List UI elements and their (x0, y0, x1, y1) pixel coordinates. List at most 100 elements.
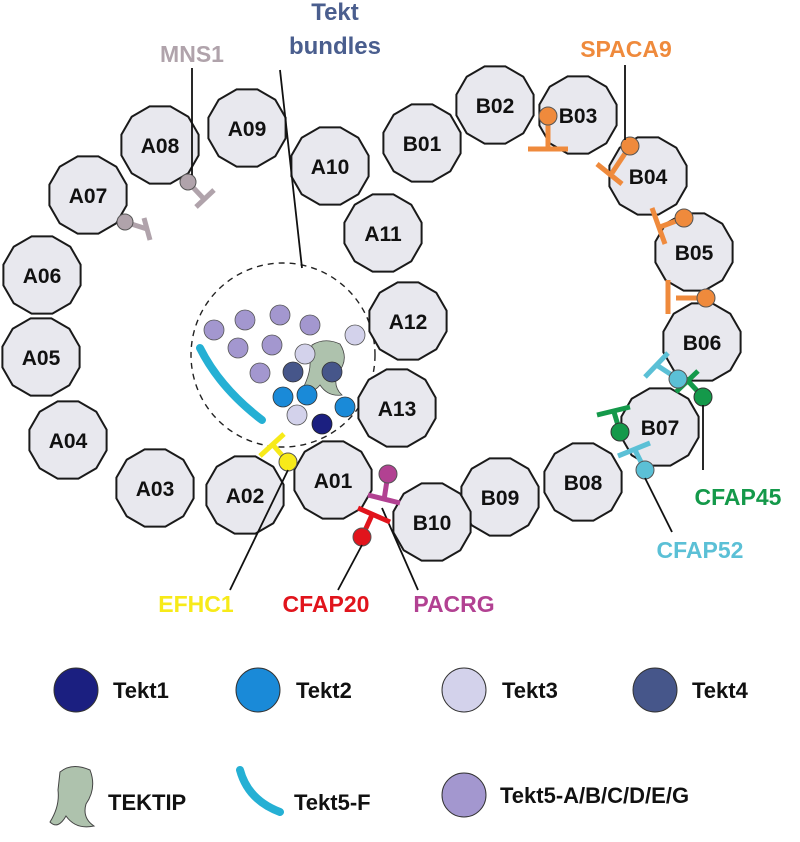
protofilament-label: B09 (481, 487, 520, 510)
mns1-knob (116, 213, 134, 231)
protofilament-b07: B07 (620, 387, 700, 467)
protofilament-shape (368, 281, 448, 361)
protofilament-b08: B08 (543, 442, 623, 522)
protofilament-shape (205, 455, 285, 535)
protofilament-label: B03 (559, 105, 598, 128)
legend-tekt5f-swatch (236, 766, 284, 816)
tekt5-abc-particles (203, 304, 321, 384)
legend-tekt1-label: Tekt1 (113, 678, 169, 703)
tekt5-particle (299, 314, 321, 336)
protofilament-shape (28, 400, 108, 480)
protofilament-a03: A03 (115, 448, 195, 528)
cfap52-knob (635, 460, 655, 480)
protofilament-label: B01 (403, 133, 442, 156)
protofilament-label: A12 (389, 311, 428, 334)
spaca9-markers (528, 65, 716, 314)
protofilament-a07: A07 (48, 155, 128, 235)
tekt-bundles-leader (279, 69, 303, 269)
tekt-bundles-label-line2: bundles (289, 33, 381, 60)
cfap45-label: CFAP45 (695, 484, 782, 510)
cfap45-knob (693, 387, 713, 407)
protofilament-label: B10 (413, 512, 452, 535)
spaca9-knob (538, 106, 558, 126)
protofilament-shape (343, 193, 423, 273)
protofilament-shape (608, 136, 688, 216)
tekt4-particle (321, 361, 343, 383)
tekt5-particle (203, 319, 225, 341)
protofilament-b10: B10 (392, 482, 472, 562)
legend-tekt2-label: Tekt2 (296, 678, 352, 703)
protofilament-label: A06 (23, 265, 62, 288)
cfap20-marker (337, 505, 392, 591)
pacrg-knob (378, 464, 398, 484)
protofilament-b02: B02 (455, 65, 535, 145)
efhc1-marker (229, 432, 298, 591)
protofilament-a09: A09 (207, 88, 287, 168)
protofilament-b01: B01 (382, 103, 462, 183)
protofilament-shape (392, 482, 472, 562)
protofilament-shape (120, 105, 200, 185)
tekt4-particle (282, 361, 304, 383)
tekt5-particle (269, 304, 291, 326)
cfap20-knob (352, 527, 372, 547)
legend-tekt3-swatch (441, 667, 487, 713)
protofilament-a01: A01 (293, 440, 373, 520)
protofilament-a06: A06 (2, 235, 82, 315)
protofilament-a12: A12 (368, 281, 448, 361)
spaca9-knob (674, 208, 694, 228)
tekt5-particle (234, 309, 256, 331)
pacrg-label: PACRG (413, 591, 494, 617)
legend-tekt1-swatch (53, 667, 99, 713)
tekt2-particle (272, 386, 294, 408)
cfap45-knob (610, 422, 630, 442)
spaca9-knob (696, 288, 716, 308)
cfap20-label: CFAP20 (283, 591, 370, 617)
legend-tekt5abc-label: Tekt5-A/B/C/D/E/G (500, 783, 689, 808)
legend: Tekt1 Tekt2 Tekt3 Tekt4 TEKTIP Tekt5-F T… (49, 667, 749, 828)
protofilament-shape (662, 302, 742, 382)
protofilament-label: A05 (22, 347, 61, 370)
tekt3-particle (286, 404, 308, 426)
legend-tekt4-swatch (632, 667, 678, 713)
protofilament-b06: B06 (662, 302, 742, 382)
protofilament-label: A10 (311, 156, 350, 179)
protofilament-shape (1, 317, 81, 397)
protofilament-label: A11 (364, 223, 402, 246)
protofilament-label: B08 (564, 472, 603, 495)
tekt5f-strand (196, 344, 266, 424)
efhc1-label: EFHC1 (158, 591, 234, 617)
legend-tekt5abc-swatch (441, 772, 487, 818)
protofilament-label: A13 (378, 398, 417, 421)
cfap45-markers (596, 369, 713, 470)
legend-tektip-swatch (49, 766, 96, 828)
protofilament-shape (115, 448, 195, 528)
legend-tekt3-label: Tekt3 (502, 678, 558, 703)
tekt2-particle (334, 396, 356, 418)
tekt1-particle (311, 413, 333, 435)
protofilament-shape (2, 235, 82, 315)
tekt3-particle (344, 324, 366, 346)
protofilament-label: A07 (69, 185, 108, 208)
protofilament-shape (207, 88, 287, 168)
protofilament-label: A04 (49, 430, 88, 453)
tekt5-particle (249, 362, 271, 384)
legend-tekt2-swatch (235, 667, 281, 713)
tekt-bundle-dashed-circle (190, 262, 376, 448)
protofilament-a04: A04 (28, 400, 108, 480)
efhc1-knob (278, 452, 298, 472)
protofilament-shape (455, 65, 535, 145)
protofilament-b09: B09 (460, 457, 540, 537)
protofilament-label: B06 (683, 332, 722, 355)
tekt5-particle (227, 337, 249, 359)
protofilament-label: A03 (136, 478, 175, 501)
protofilament-a05: A05 (1, 317, 81, 397)
tekt3-particle (294, 343, 316, 365)
protofilament-a02: A02 (205, 455, 285, 535)
mns1-markers (116, 68, 216, 241)
legend-tekt5f-label: Tekt5-F (294, 790, 371, 815)
protofilament-shape (293, 440, 373, 520)
tekt5-particle (261, 334, 283, 356)
protofilament-label: B04 (629, 166, 668, 189)
